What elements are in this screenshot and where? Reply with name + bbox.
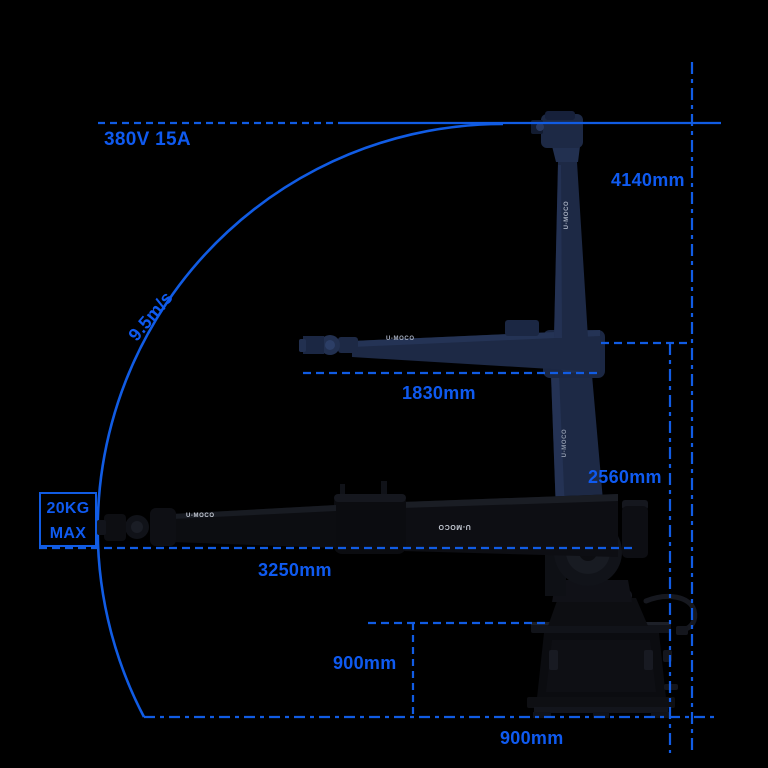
payload-value: 20KG [46, 500, 90, 517]
brand-logo-navy-forearm: U-MOCO [386, 336, 415, 342]
dimension-guides [39, 62, 721, 754]
arm-reach-label: 3250mm [258, 560, 332, 580]
reach-arc [96, 122, 504, 718]
brand-logo-navy-upper-boom: U-MOCO [564, 200, 570, 230]
robot-arm-raised [299, 111, 610, 545]
base-height-label: 900mm [333, 653, 397, 673]
power-rating-label: 380V 15A [104, 129, 191, 150]
base-width-label: 900mm [500, 728, 564, 748]
payload-max-text: MAX [49, 524, 87, 542]
brand-logo-black-boom: U-MOCO [438, 523, 471, 530]
axis-height-label: 2560mm [588, 467, 662, 487]
robot-arm-horizontal-and-base [97, 481, 698, 718]
brand-logo-black-forearm: U-MOCO [186, 513, 215, 519]
upper-arm-reach-label: 1830mm [402, 383, 476, 403]
payload-capacity-badge: 20KG MAX [39, 492, 97, 547]
max-height-label: 4140mm [611, 170, 685, 190]
brand-logo-navy-lower-boom: U-MOCO [562, 428, 568, 458]
